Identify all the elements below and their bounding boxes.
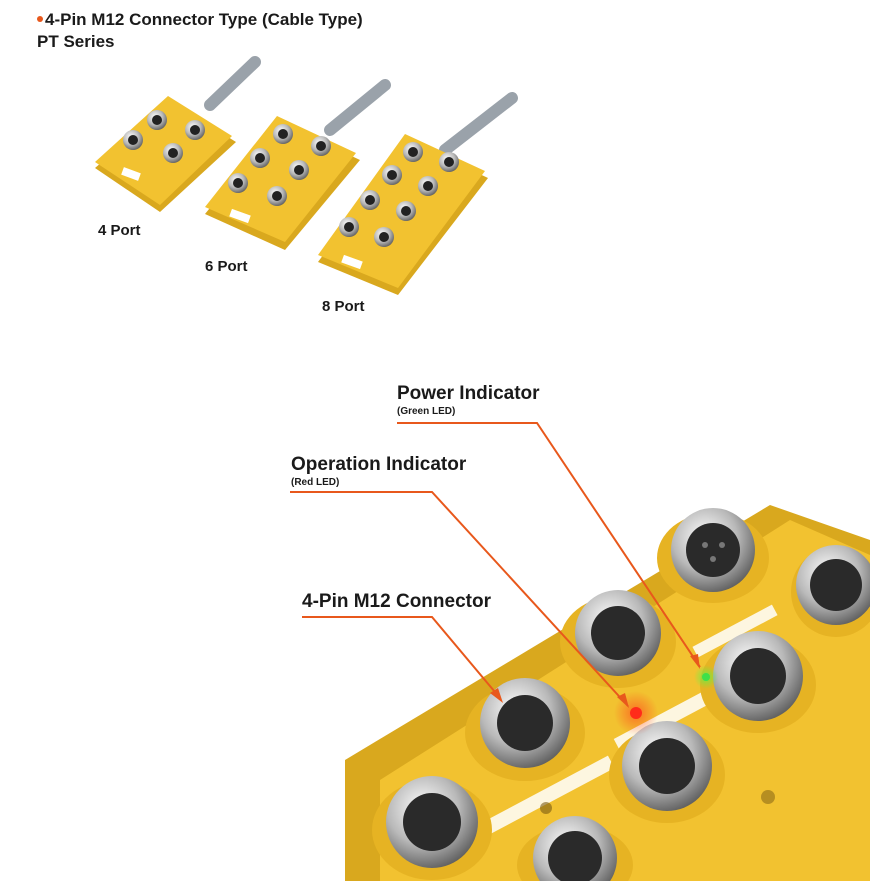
callout-connector: 4-Pin M12 Connector: [302, 591, 491, 613]
label-4-port: 4 Port: [98, 222, 141, 239]
label-8-port: 8 Port: [322, 298, 365, 315]
connector-large: [657, 508, 769, 603]
operation-indicator-title: Operation Indicator: [291, 454, 467, 475]
box-4port: [95, 96, 236, 212]
header-subtitle: PT Series: [37, 32, 115, 51]
connector-large: [791, 545, 870, 637]
connector-large: [560, 590, 676, 688]
cable-6port: [324, 79, 391, 136]
callout-lines: [290, 422, 701, 707]
connector-title: 4-Pin M12 Connector: [302, 591, 491, 612]
operation-leader: [290, 491, 629, 707]
connector-large: [517, 816, 633, 881]
box-6port: [205, 116, 360, 250]
closeup-housing: [345, 505, 870, 881]
label-6-port: 6 Port: [205, 258, 248, 275]
connector-large: [372, 776, 492, 880]
operation-indicator-note: (Red LED): [291, 477, 340, 488]
power-indicator-note: (Green LED): [397, 406, 456, 417]
connector-large: [609, 721, 725, 823]
series-header: 4-Pin M12 Connector Type (Cable Type) PT…: [37, 9, 363, 53]
arrowhead-connector: [490, 688, 503, 703]
cable-8port: [439, 92, 518, 156]
bullet-icon: [37, 15, 43, 22]
callout-operation-indicator: Operation Indicator (Red LED): [291, 454, 466, 489]
green-led: [702, 673, 710, 681]
connector-large: [700, 631, 816, 733]
callout-power-indicator: Power Indicator (Green LED): [397, 383, 540, 418]
box-8port: [318, 134, 488, 295]
connector-large: [465, 678, 585, 781]
connector-leader: [302, 616, 501, 699]
header-title: 4-Pin M12 Connector Type (Cable Type): [45, 10, 363, 29]
arrowhead-operation: [617, 693, 629, 708]
power-leader: [397, 422, 701, 668]
arrowhead-power: [690, 654, 700, 669]
cable-4port: [204, 56, 261, 111]
red-led: [630, 707, 642, 719]
power-indicator-title: Power Indicator: [397, 383, 540, 404]
